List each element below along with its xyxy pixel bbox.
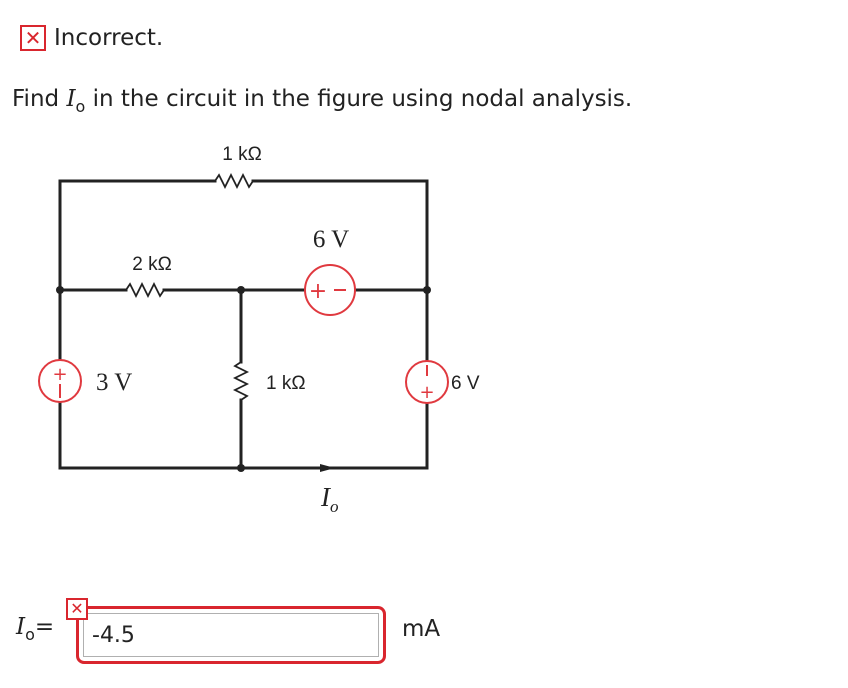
svg-text:+: + (309, 279, 327, 304)
voltage-right-label: 6 V (451, 373, 480, 394)
resistor-top-label: 1 kΩ (222, 144, 262, 165)
voltage-source-left: + (38, 359, 82, 403)
answer-close-icon: ✕ (66, 598, 88, 620)
resistor-mid-label: 1 kΩ (266, 373, 306, 394)
voltage-top-label: 6 V (313, 226, 349, 253)
question-text: Find Io in the circuit in the figure usi… (12, 86, 633, 116)
status-text: Incorrect. (54, 25, 164, 51)
answer-field-border: -4.5 (76, 606, 386, 664)
answer-input[interactable]: -4.5 (83, 613, 379, 657)
question-prefix: Find (12, 86, 60, 112)
current-label: Io (320, 482, 339, 516)
question-suffix: in the circuit in the figure using nodal… (92, 86, 633, 112)
answer-label: Io= (16, 614, 55, 644)
svg-text:+: + (419, 382, 434, 403)
voltage-source-top: + (304, 264, 356, 316)
voltage-source-right: + (405, 360, 449, 404)
svg-text:+: + (52, 364, 67, 385)
answer-unit: mA (402, 616, 441, 642)
resistor-left-label: 2 kΩ (132, 254, 172, 275)
question-variable: Io (66, 86, 86, 116)
voltage-left-label: 3 V (96, 369, 132, 396)
circuit-diagram: + + + 1 kΩ 2 kΩ 1 kΩ 6 V 3 V 6 V Io (38, 144, 480, 516)
result-status: ✕ Incorrect. (20, 22, 163, 54)
close-icon: ✕ (20, 25, 46, 51)
